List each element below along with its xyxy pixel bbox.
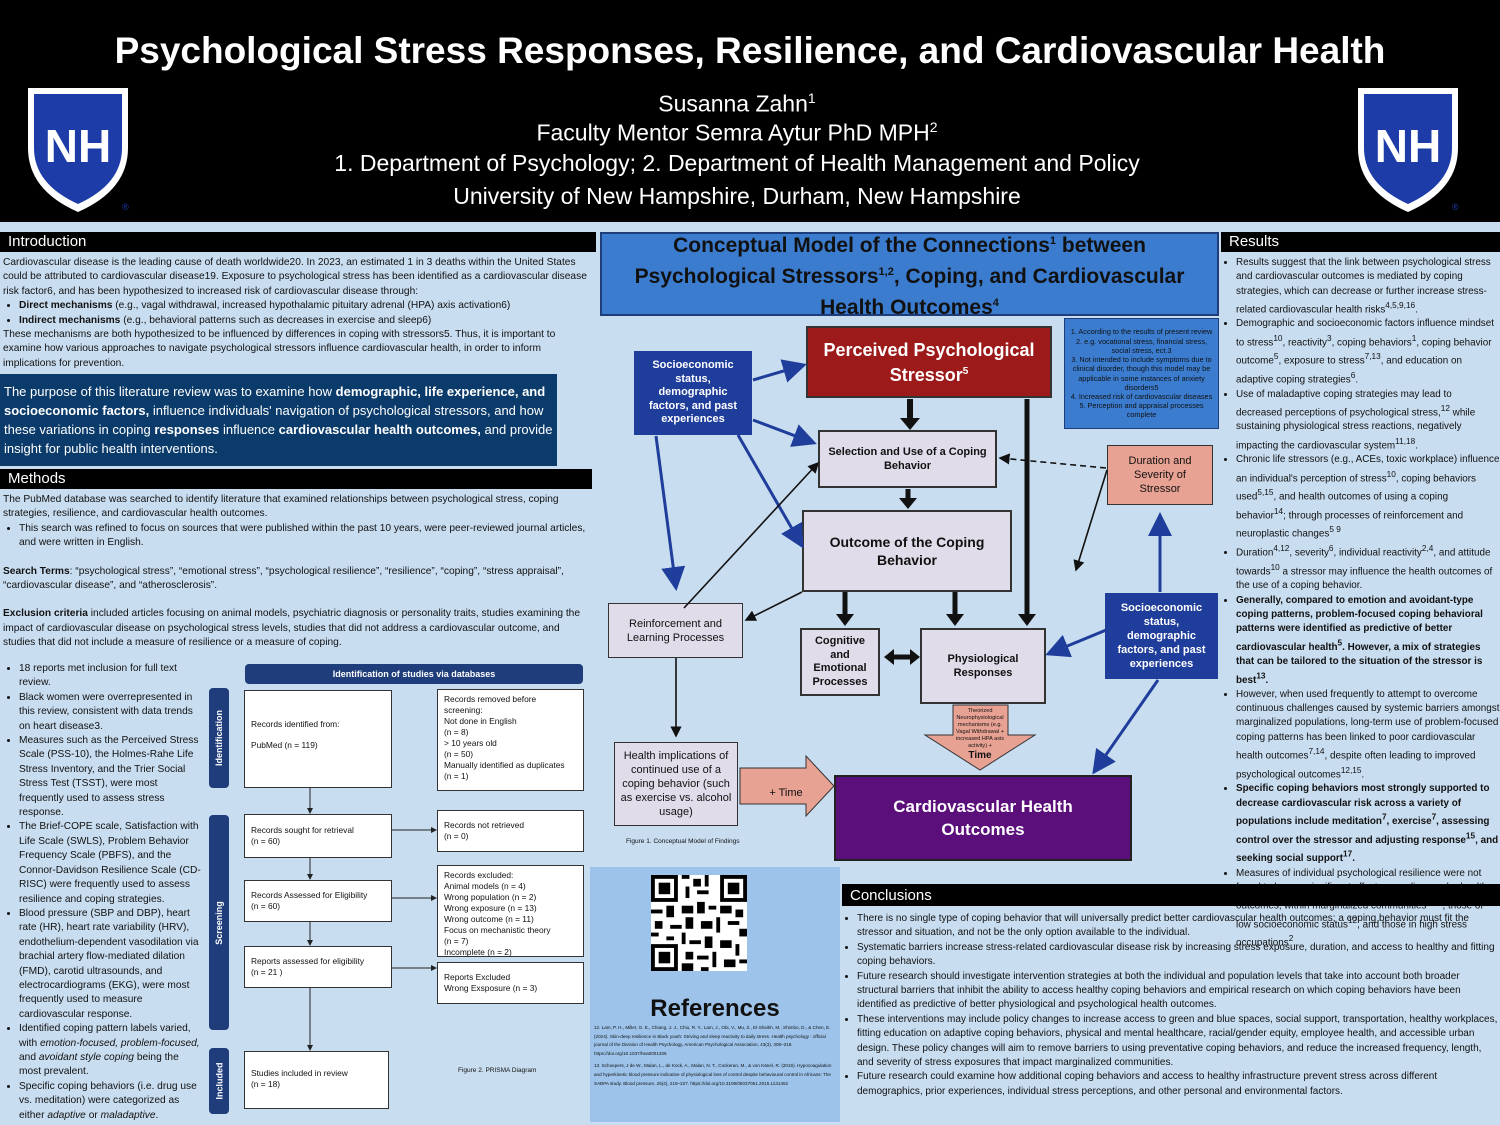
list-item: There is no single type of coping behavi… [857,912,1498,941]
svg-text:mechanisms (e.g.: mechanisms (e.g. [958,722,1003,728]
reference-item: 13. Schoepers, J de W., Malan, L., de Ko… [594,1063,832,1086]
prisma-records-excluded: Records excluded:Animal models (n = 4)Wr… [437,865,584,957]
prisma-side-screening: Screening [209,815,229,1030]
intro-paragraph-2: These mechanisms are both hypothesized t… [3,329,556,369]
list-item: Identified coping pattern labels varied,… [19,1022,203,1080]
model-title: Conceptual Model of the Connections1 bet… [600,232,1219,319]
prisma-records-assessed: Records Assessed for Eligibility(n = 60) [244,880,392,922]
list-item: However, when used frequently to attempt… [1236,688,1500,782]
list-item: Results suggest that the link between ps… [1236,256,1500,317]
results-heading: Results [1221,232,1500,252]
reference-item: 12. Lam, P. H., Miller, G. E., Chiang, J… [594,1025,831,1056]
qr-code-icon [651,875,747,971]
methods-findings: 18 reports met inclusion for full text r… [3,662,203,1123]
mentor-line: Faculty Mentor Semra Aytur PhD MPH2 [536,119,938,146]
list-item: Duration4,12, severity6, individual reac… [1236,542,1500,593]
exclusion-criteria: Exclusion criteria included articles foc… [3,608,581,649]
author-line: Susanna Zahn1 [658,90,816,117]
model-arrows: + Time Theorized Neurophysiological mech… [654,359,1172,818]
prisma-records-identified: Records identified from:PubMed (n = 119) [244,690,392,788]
svg-text:Theorized: Theorized [968,708,993,714]
poster-header: Psychological Stress Responses, Resilien… [0,0,1500,222]
list-item: These interventions may include policy c… [857,1013,1498,1071]
svg-text:activity) +: activity) + [968,743,992,749]
svg-text:increased HPA axis: increased HPA axis [956,736,1004,742]
list-item: Blood pressure (SBP and DBP), heart rate… [19,907,203,1022]
list-item: Indirect mechanisms (e.g., behavioral pa… [19,314,593,328]
list-item: Generally, compared to emotion and avoid… [1236,594,1500,688]
prisma-reports-assessed: Reports assessed for eligibility(n = 21 … [244,946,392,988]
methods-heading: Methods [0,469,592,489]
methods-body: The PubMed database was searched to iden… [3,493,591,651]
list-item: Chronic life stressors (e.g., ACEs, toxi… [1236,453,1500,542]
time-label: + Time [769,787,802,799]
prisma-records-sought: Records sought for retrieval(n = 60) [244,814,392,858]
introduction-heading: Introduction [0,232,596,252]
prisma-records-removed: Records removed before screening:Not don… [437,689,584,791]
prisma-studies-included: Studies included in review(n = 18) [244,1051,389,1109]
list-item: This search was refined to focus on sour… [19,522,591,551]
svg-text:Vagal Withdrawal +: Vagal Withdrawal + [956,729,1004,735]
list-item: Measures such as the Perceived Stress Sc… [19,734,203,820]
list-item: Direct mechanisms (e.g., vagal withdrawa… [19,299,593,313]
list-item: Specific coping behaviors most strongly … [1236,782,1500,866]
prisma-records-not-retrieved: Records not retrieved(n = 0) [437,810,584,852]
list-item: The Brief-COPE scale, Satisfaction with … [19,820,203,906]
poster-title: Psychological Stress Responses, Resilien… [114,30,1386,71]
list-item: Systematic barriers increase stress-rela… [857,941,1498,970]
svg-text:NH: NH [45,120,111,172]
model-caption: Figure 1. Conceptual Model of Findings [626,838,740,845]
intro-paragraph-1: Cardiovascular disease is the leading ca… [3,257,587,297]
results-body: Results suggest that the link between ps… [1222,256,1500,951]
prisma-caption: Figure 2. PRISMA Diagram [458,1067,537,1074]
svg-text:®: ® [122,202,129,212]
university-line: University of New Hampshire, Durham, New… [453,183,1021,209]
list-item: 18 reports met inclusion for full text r… [19,662,203,691]
search-terms: Search Terms: “psychological stress”, “e… [3,565,564,592]
prisma-side-included: Included [209,1048,229,1114]
svg-text:®: ® [1452,202,1459,212]
list-item: Demographic and socioeconomic factors in… [1236,317,1500,387]
list-item: Specific coping behaviors (i.e. drug use… [19,1080,203,1123]
svg-text:Neurophysiological: Neurophysiological [956,715,1003,721]
model-notes: 1. According to the results of present r… [1064,318,1219,429]
svg-text:Time: Time [968,750,992,761]
references-list: 12. Lam, P. H., Miller, G. E., Chiang, J… [594,1024,834,1088]
conclusions-heading: Conclusions [842,884,1500,906]
unh-logo-right: NH ® [1358,88,1459,212]
list-item: Use of maladaptive coping strategies may… [1236,388,1500,454]
list-item: Future research could examine how additi… [857,1070,1498,1099]
prisma-title: Identification of studies via databases [245,664,583,684]
prisma-arrows [307,788,437,1051]
list-item: Future research should investigate inter… [857,970,1498,1013]
list-item: Black women were overrepresented in this… [19,691,203,734]
references-heading: References [650,995,780,1022]
introduction-body: Cardiovascular disease is the leading ca… [3,256,593,371]
unh-logo-left: NH ® [28,88,129,212]
departments-line: 1. Department of Psychology; 2. Departme… [334,150,1140,176]
purpose-statement: The purpose of this literature review wa… [0,374,557,466]
svg-text:NH: NH [1375,120,1441,172]
conclusions-body: There is no single type of coping behavi… [843,912,1498,1099]
methods-paragraph: The PubMed database was searched to iden… [3,494,559,520]
author-name: Susanna Zahn [658,90,808,117]
mentor-name: Faculty Mentor Semra Aytur PhD MPH [536,119,930,146]
prisma-side-identification: Identification [209,688,229,788]
